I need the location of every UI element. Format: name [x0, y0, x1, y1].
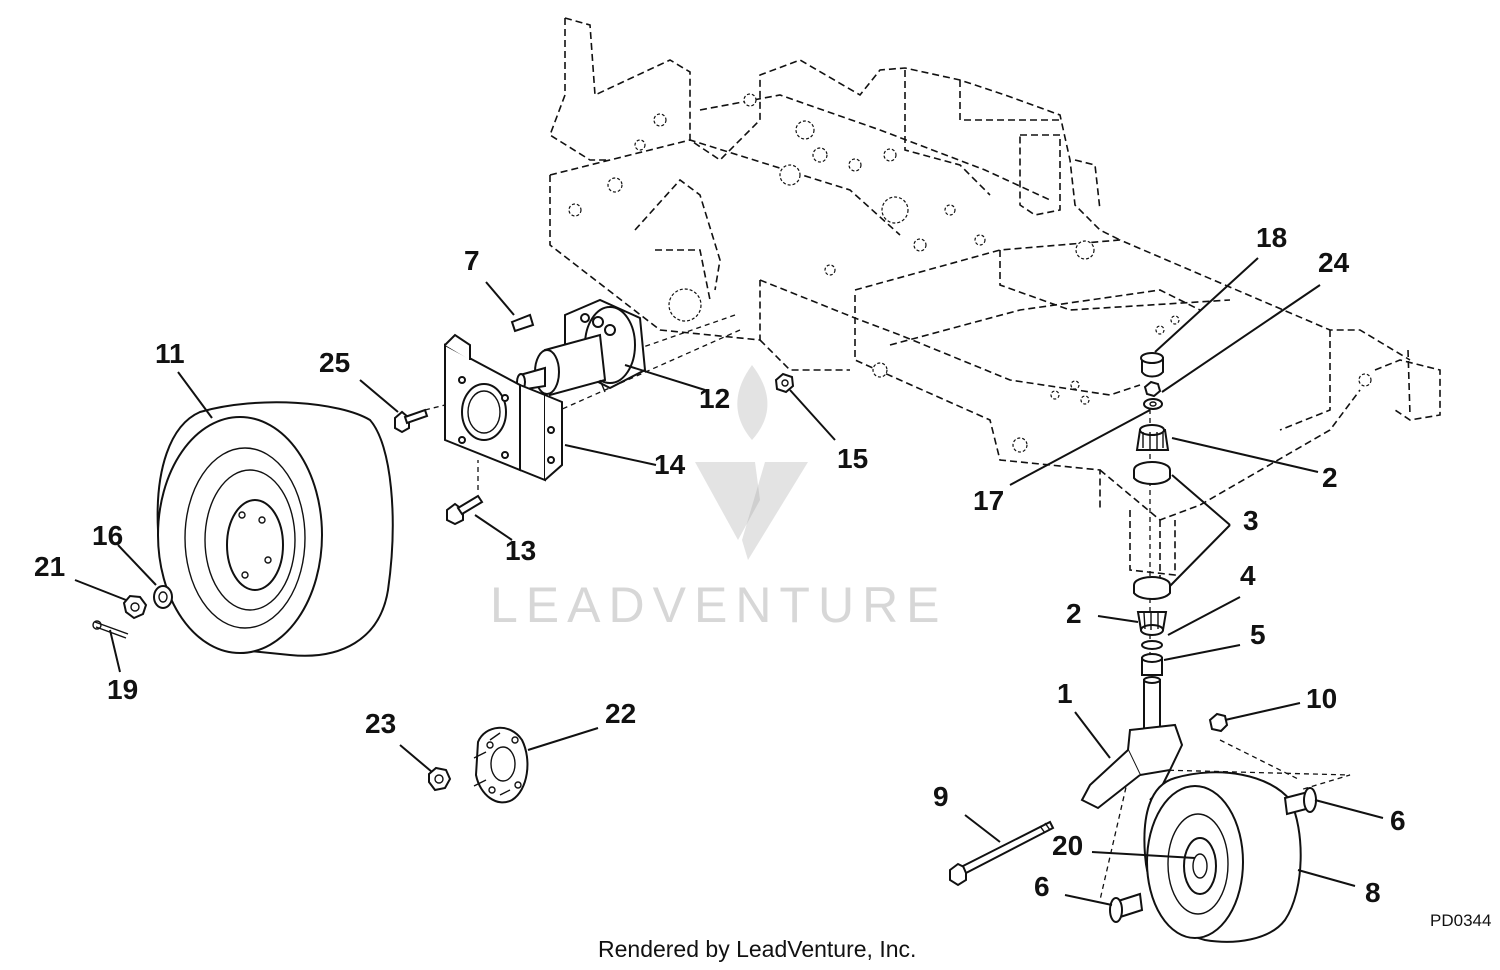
bushing-left — [1109, 892, 1144, 923]
washer-4 — [1141, 640, 1163, 650]
lug-nut-23 — [428, 766, 452, 792]
spacer-5 — [1141, 653, 1163, 676]
callout-20: 20 — [1052, 830, 1083, 861]
callout-5: 5 — [1250, 619, 1266, 650]
callout-24: 24 — [1318, 247, 1350, 278]
callouts: 11 7 25 12 14 15 13 16 21 19 23 22 18 24… — [34, 222, 1406, 908]
callout-9: 9 — [933, 781, 949, 812]
nut-10 — [1208, 712, 1229, 733]
callout-13: 13 — [505, 535, 536, 566]
axle-bolt — [949, 820, 1055, 887]
wheel-hub — [473, 726, 529, 804]
callout-21: 21 — [34, 551, 65, 582]
callout-18: 18 — [1256, 222, 1287, 253]
caster-tire — [1143, 771, 1302, 943]
callout-2-upper: 2 — [1322, 462, 1338, 493]
callout-4: 4 — [1240, 560, 1256, 591]
key — [510, 313, 535, 333]
callout-3: 3 — [1243, 505, 1259, 536]
callout-25: 25 — [319, 347, 350, 378]
bolt-25 — [394, 408, 429, 434]
callout-7: 7 — [464, 245, 480, 276]
motor-bracket — [444, 333, 563, 482]
callout-2-lower: 2 — [1066, 598, 1082, 629]
watermark-logo: LEADVENTURE — [490, 365, 948, 633]
bearing-race-lower — [1133, 576, 1171, 600]
callout-11: 11 — [155, 338, 185, 369]
castle-nut-21 — [122, 594, 148, 620]
bushing-right — [1283, 787, 1317, 816]
callout-6-left: 6 — [1034, 871, 1050, 902]
callout-17: 17 — [973, 485, 1004, 516]
caster-yoke — [1080, 676, 1184, 810]
callout-1: 1 — [1057, 678, 1073, 709]
bearing-race-upper — [1133, 461, 1171, 485]
washer-16 — [153, 585, 173, 609]
callout-12: 12 — [699, 383, 730, 414]
nut-24 — [1143, 380, 1163, 410]
callout-6-right: 6 — [1390, 805, 1406, 836]
bearing-upper — [1135, 424, 1170, 451]
callout-19: 19 — [107, 674, 138, 705]
callout-15: 15 — [837, 443, 868, 474]
frame-assembly — [549, 17, 1441, 590]
hydraulic-motor — [516, 298, 647, 397]
leader-lines — [74, 257, 1384, 906]
nut-15 — [774, 372, 795, 394]
watermark-text: LEADVENTURE — [490, 577, 948, 633]
callout-10: 10 — [1306, 683, 1337, 714]
callout-14: 14 — [654, 449, 686, 480]
dust-cap-18 — [1140, 352, 1164, 378]
bolt-13 — [446, 494, 484, 526]
callout-16: 16 — [92, 520, 123, 551]
footer-credit: Rendered by LeadVenture, Inc. — [598, 936, 916, 962]
callout-22: 22 — [605, 698, 636, 729]
callout-8: 8 — [1365, 877, 1381, 908]
drawing-code: PD0344 — [1430, 911, 1491, 930]
drive-tire — [156, 401, 394, 657]
bearing-lower — [1136, 611, 1168, 636]
callout-23: 23 — [365, 708, 396, 739]
